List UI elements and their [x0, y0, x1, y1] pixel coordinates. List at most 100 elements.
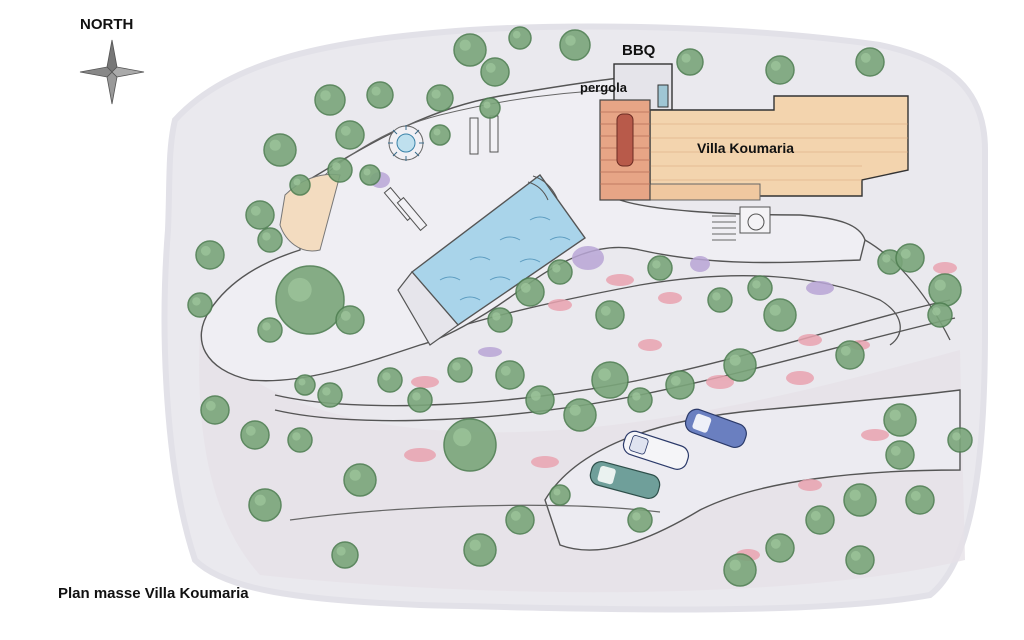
tree-highlight: [934, 279, 946, 291]
tree-highlight: [632, 512, 641, 521]
tree-highlight: [952, 432, 961, 441]
tree-highlight: [850, 550, 861, 561]
tree-highlight: [569, 404, 581, 416]
tree-highlight: [889, 409, 901, 421]
pool-deck: [397, 271, 459, 346]
pergola-label: pergola: [580, 80, 627, 95]
tree-icon: [327, 157, 353, 183]
tree-icon: [765, 55, 795, 85]
tree-highlight: [729, 559, 741, 571]
tree-icon: [447, 357, 473, 383]
tree-icon: [257, 227, 283, 253]
access-road-upper: [274, 299, 951, 407]
tree-icon: [480, 57, 510, 87]
tree-highlight: [483, 101, 491, 109]
tree-icon: [563, 398, 597, 432]
tree-highlight: [890, 445, 901, 456]
tree-icon: [331, 541, 359, 569]
tree-highlight: [245, 425, 256, 436]
villa-building: [639, 95, 909, 241]
tree-icon: [515, 277, 545, 307]
tree-icon: [928, 273, 962, 307]
tree-highlight: [349, 469, 361, 481]
tree-highlight: [670, 375, 681, 386]
tree-icon: [885, 440, 915, 470]
tree-icon: [257, 317, 283, 343]
tree-icon: [366, 81, 394, 109]
tree-highlight: [336, 546, 346, 556]
tree-icon: [591, 361, 629, 399]
tree-highlight: [340, 125, 351, 136]
tree-icon: [463, 533, 497, 567]
tree-highlight: [552, 264, 561, 273]
tree-icon: [317, 382, 343, 408]
tree-highlight: [849, 489, 861, 501]
tree-icon: [855, 47, 885, 77]
tree-highlight: [254, 494, 266, 506]
tree-highlight: [320, 90, 331, 101]
tree-icon: [647, 255, 673, 281]
sun-lounger-icon: [383, 115, 499, 232]
tree-highlight: [500, 365, 511, 376]
tree-highlight: [565, 35, 576, 46]
tree-icon: [453, 33, 487, 67]
bbq-label: BBQ: [622, 42, 656, 59]
tree-highlight: [600, 305, 611, 316]
tree-icon: [407, 387, 433, 413]
tree-icon: [905, 485, 935, 515]
tree-highlight: [292, 432, 301, 441]
tree-icon: [895, 243, 925, 273]
tree-highlight: [469, 539, 481, 551]
compass-rose-icon: [79, 39, 145, 105]
lower-track: [289, 504, 661, 521]
tree-highlight: [340, 310, 351, 321]
tree-highlight: [520, 282, 531, 293]
tree-highlight: [205, 400, 216, 411]
tree-icon: [195, 240, 225, 270]
fountain-icon: [388, 125, 424, 161]
tree-icon: [723, 348, 757, 382]
tree-highlight: [860, 52, 871, 63]
tree-icon: [487, 307, 513, 333]
tree-highlight: [598, 368, 611, 381]
tree-highlight: [200, 245, 211, 256]
tree-icon: [335, 120, 365, 150]
tree-icon: [240, 420, 270, 450]
tree-icon: [843, 483, 877, 517]
tree-highlight: [262, 322, 271, 331]
tree-icon: [765, 533, 795, 563]
tree-highlight: [250, 205, 261, 216]
tree-highlight: [453, 428, 472, 447]
tree-highlight: [769, 304, 781, 316]
pergola: [599, 99, 651, 201]
tree-highlight: [371, 86, 381, 96]
tree-icon: [676, 48, 704, 76]
map-caption: Plan masse Villa Koumaria: [58, 585, 249, 602]
tree-highlight: [810, 510, 821, 521]
tree-icon: [426, 84, 454, 112]
tree-icon: [359, 164, 381, 186]
tree-icon: [665, 370, 695, 400]
tree-icon: [927, 302, 953, 328]
tree-icon: [947, 427, 973, 453]
tree-highlight: [412, 392, 421, 401]
tree-icon: [245, 200, 275, 230]
tree-icon: [479, 97, 501, 119]
tree-highlight: [932, 307, 941, 316]
tree-icon: [377, 367, 403, 393]
tree-icon: [248, 488, 282, 522]
tree-icon: [275, 265, 345, 335]
car-icon: [589, 408, 747, 500]
tree-highlight: [452, 362, 461, 371]
tree-icon: [883, 403, 917, 437]
tree-highlight: [900, 248, 911, 259]
tree-highlight: [553, 488, 561, 496]
tree-highlight: [752, 280, 761, 289]
tree-highlight: [298, 378, 306, 386]
tree-highlight: [262, 232, 271, 241]
tree-icon: [559, 29, 591, 61]
tree-icon: [508, 26, 532, 50]
tree-icon: [294, 374, 316, 396]
tree-highlight: [382, 372, 391, 381]
tree-icon: [263, 133, 297, 167]
